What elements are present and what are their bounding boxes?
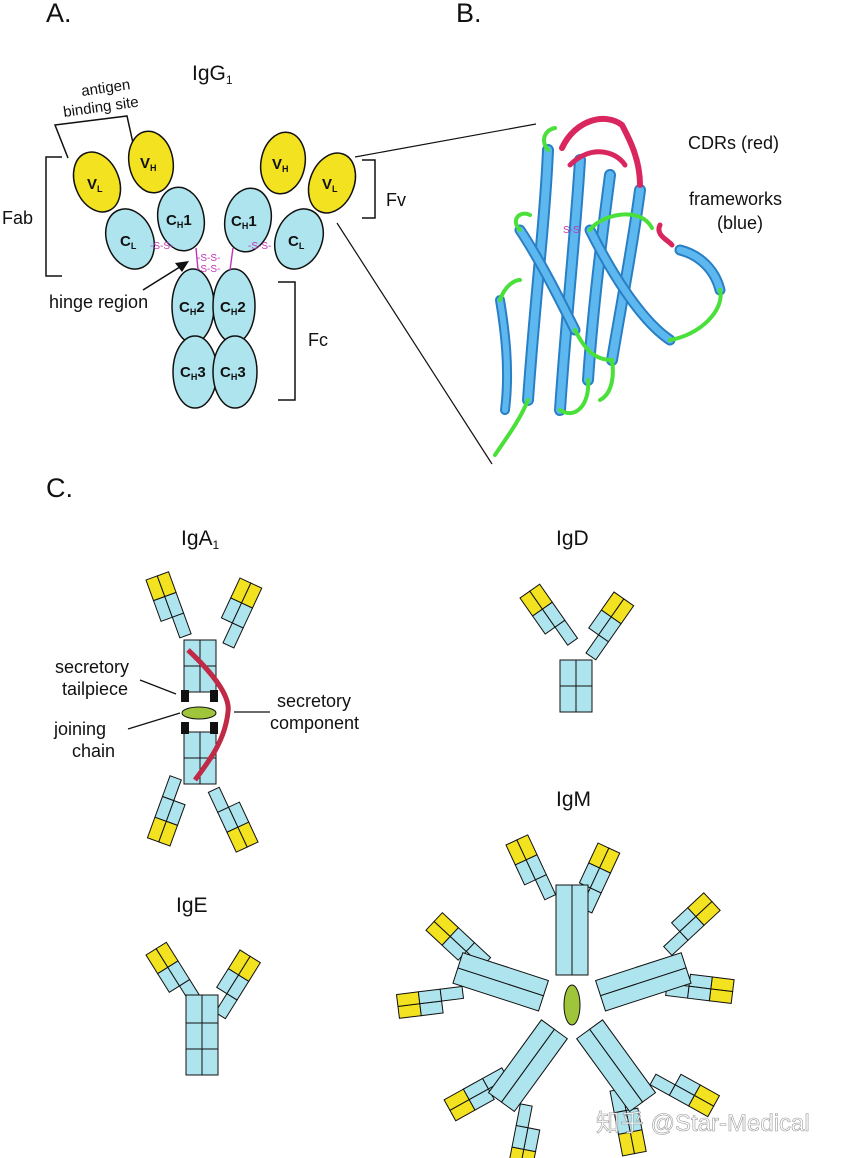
vh-label-left: VH: [140, 155, 157, 173]
iga-arm-top-right: [211, 577, 263, 649]
ch3-label-left: CH3: [180, 364, 206, 382]
cdrs-label: CDRs (red): [688, 133, 779, 153]
igg1-title: IgG1: [192, 62, 233, 87]
disulfide-left: -S-S-: [150, 241, 173, 252]
panel-label-a: A.: [46, 0, 72, 28]
ige-ch-1: [185, 994, 203, 1024]
cl-domain-left: [104, 208, 156, 270]
ige-title: IgE: [176, 894, 208, 917]
igm-diagram: IgM: [396, 788, 735, 1158]
fc-label: Fc: [308, 330, 328, 350]
disulfide-hinge-1: -S-S-: [197, 253, 220, 264]
fab-bracket: [45, 156, 62, 277]
igd-title: IgD: [556, 527, 589, 550]
vl-domain-left: [72, 151, 122, 213]
panel-label-b: B.: [456, 0, 482, 28]
ribbon-disulfide: S-S: [563, 225, 580, 236]
ch1-label-left: CH1: [166, 212, 192, 230]
iga-tailpiece-right-top: [210, 690, 218, 702]
iga-joining-chain: [181, 706, 217, 720]
ch3-label-right: CH3: [220, 364, 246, 382]
secretory-tailpiece-line2: tailpiece: [62, 679, 128, 699]
ch1-label-right: CH1: [231, 213, 257, 231]
zoom-line-bottom: [336, 222, 493, 465]
iga-arm-top-left: [145, 571, 192, 643]
antigen-label-line2: binding site: [62, 94, 140, 121]
hinge-region-label: hinge region: [49, 292, 148, 312]
ch3-domain-right: [212, 335, 258, 409]
joining-chain-line1: joining: [53, 719, 106, 739]
iga-stem-top: [183, 639, 217, 693]
igd-diagram: IgD: [519, 527, 635, 713]
igm-unit-bottom-left: [443, 1019, 569, 1158]
watermark: 知乎 @Star-Medical: [596, 1110, 810, 1137]
cl-label-right: CL: [288, 233, 305, 251]
iga-tailpiece-left-top: [181, 690, 189, 702]
fab-label: Fab: [2, 208, 33, 228]
hinge-arrow-line: [142, 264, 184, 291]
hinge-connectors: [195, 247, 234, 271]
igm-unit-left: [396, 912, 550, 1019]
igd-stem: [559, 659, 593, 713]
ch1-domain-right: [223, 187, 273, 253]
joining-chain-line2: chain: [72, 741, 115, 761]
disulfide-hinge-2: -S-S-: [197, 264, 220, 275]
fv-bracket: [362, 159, 376, 219]
iga-secretory-component: [186, 648, 231, 782]
vl-label-right: VL: [322, 176, 338, 194]
vl-label-left: VL: [87, 176, 103, 194]
iga-tailpiece-left-bottom: [181, 722, 189, 734]
igm-unit-bottom-right: [575, 1019, 720, 1157]
antigen-label-line1: antigen: [80, 76, 131, 100]
igm-title: IgM: [556, 788, 591, 811]
ch1-domain-left: [156, 186, 206, 252]
igd-arm-left: [519, 583, 579, 653]
igm-unit-top: [505, 834, 621, 976]
fc-bracket: [278, 281, 296, 401]
ige-diagram: IgE: [145, 894, 261, 1076]
ch2-label-left: CH2: [179, 299, 205, 317]
igm-joining-chain: [563, 984, 581, 1026]
frameworks-label-line2: (blue): [717, 213, 763, 233]
iga-tailpiece-right-bottom: [210, 722, 218, 734]
disulfide-right: -S-S-: [248, 241, 271, 252]
cl-label-left: CL: [120, 233, 137, 251]
hinge-arrow-head: [175, 261, 189, 272]
frameworks-label-line1: frameworks: [689, 189, 782, 209]
igm-unit-right: [594, 892, 735, 1012]
zoom-line-top: [354, 123, 537, 158]
ige-ch-2: [201, 994, 219, 1024]
iga-arm-bottom-right: [207, 781, 259, 853]
vh-domain-right: [259, 131, 307, 195]
secretory-component-line1: secretory: [277, 691, 351, 711]
igg1-diagram: IgG1 antigen binding site Fab Fv Fc: [2, 62, 406, 409]
vh-domain-left: [127, 130, 175, 194]
igd-arm-right: [575, 591, 635, 661]
fv-ribbon-structure: S-S: [493, 115, 726, 457]
secretory-tailpiece-line1: secretory: [55, 657, 129, 677]
cl-domain-right: [273, 208, 325, 270]
vh-label-right: VH: [272, 156, 289, 174]
secretory-component-line2: component: [270, 713, 359, 733]
joining-chain-arrow: [127, 712, 181, 730]
ige-stem: [185, 1022, 219, 1076]
iga1-title: IgA1: [181, 527, 220, 552]
iga-arm-bottom-left: [146, 775, 194, 847]
ch2-label-right: CH2: [220, 299, 246, 317]
fv-label: Fv: [386, 190, 406, 210]
iga1-diagram: IgA1 secretory tailpiece joining chain s…: [53, 527, 359, 853]
tailpiece-arrow: [139, 679, 177, 695]
vl-domain-right: [307, 152, 357, 214]
antigen-bracket: [53, 115, 134, 159]
panel-label-c: C.: [46, 473, 73, 503]
